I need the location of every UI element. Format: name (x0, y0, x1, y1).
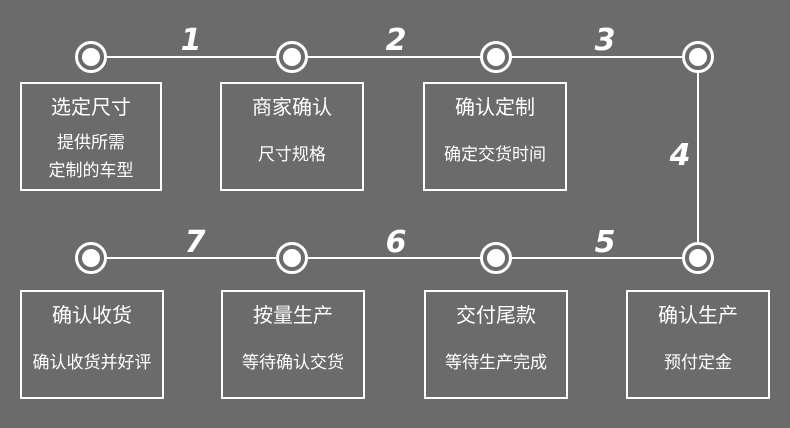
connector-label-1: 1 (180, 23, 202, 58)
step-desc-line: 提供所需 (57, 133, 125, 153)
connector-label-3: 3 (594, 23, 616, 58)
step-node-7 (276, 242, 308, 274)
connector-label-4: 4 (669, 138, 691, 173)
step-node-5 (682, 242, 714, 274)
step-node-4 (682, 41, 714, 73)
step-desc-line: 尺寸规格 (258, 145, 326, 165)
step-box-select-size: 选定尺寸 提供所需 定制的车型 (20, 82, 162, 191)
step-box-confirm-customization: 确认定制 确定交货时间 (423, 82, 567, 191)
step-title: 商家确认 (252, 95, 332, 119)
step-desc-line: 预付定金 (664, 353, 732, 373)
step-node-2 (276, 41, 308, 73)
connector-label-2: 2 (385, 23, 407, 58)
step-node-3 (480, 41, 512, 73)
step-box-confirm-receipt: 确认收货 确认收货并好评 (20, 290, 164, 399)
connector-label-7: 7 (184, 225, 206, 260)
step-box-merchant-confirm: 商家确认 尺寸规格 (220, 82, 364, 191)
step-box-confirm-production: 确认生产 预付定金 (626, 290, 770, 399)
step-title: 确认生产 (658, 303, 738, 327)
step-box-final-payment: 交付尾款 等待生产完成 (424, 290, 568, 399)
step-title: 交付尾款 (456, 303, 536, 327)
step-node-1 (75, 41, 107, 73)
step-node-8 (75, 242, 107, 274)
step-title: 按量生产 (253, 303, 333, 327)
step-title: 选定尺寸 (51, 95, 131, 119)
step-title: 确认收货 (52, 303, 132, 327)
step-desc-line: 定制的车型 (48, 161, 134, 181)
step-desc-line: 等待生产完成 (445, 353, 547, 373)
connector-label-6: 6 (385, 225, 407, 260)
step-title: 确认定制 (455, 95, 535, 119)
step-box-mass-production: 按量生产 等待确认交货 (221, 290, 365, 399)
connector-label-5: 5 (594, 225, 616, 260)
step-desc-line: 确认收货并好评 (32, 353, 152, 373)
step-desc-line: 确定交货时间 (444, 145, 546, 165)
step-node-6 (480, 242, 512, 274)
step-desc-line: 等待确认交货 (242, 353, 344, 373)
